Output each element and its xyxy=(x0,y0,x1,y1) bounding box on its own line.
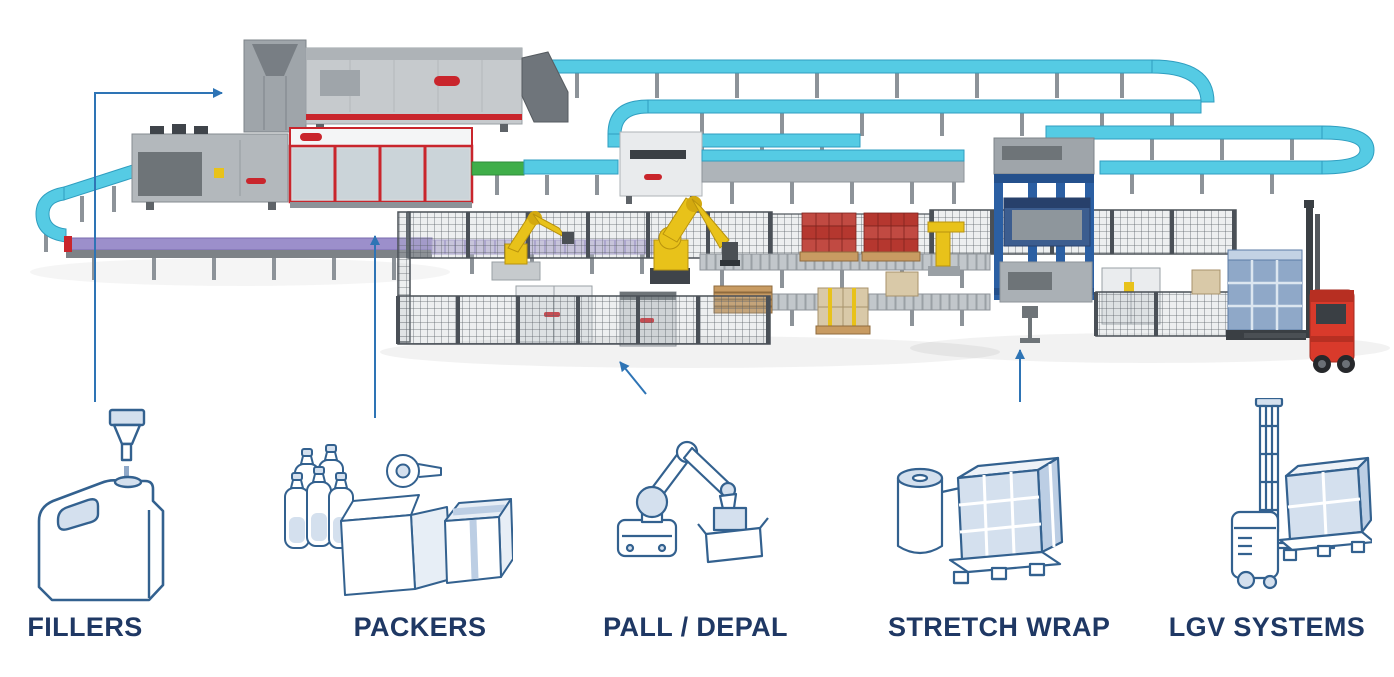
carton-box xyxy=(1191,269,1221,295)
section-label-packers: PACKERS xyxy=(353,612,487,642)
filler-machine xyxy=(243,39,569,133)
brand-logo xyxy=(246,178,266,184)
packer-outfeed-conveyor xyxy=(471,159,619,195)
callout-arrows xyxy=(94,88,1025,418)
safety-fence-front xyxy=(396,291,1237,345)
warning-sticker xyxy=(214,168,224,178)
carton-box xyxy=(885,271,919,297)
bottles-and-cases-icon xyxy=(284,444,513,596)
shrink-tunnel xyxy=(131,124,289,210)
packer-machine xyxy=(288,127,474,208)
hmi-pedestal xyxy=(1020,306,1040,343)
small-handling-robot xyxy=(927,221,965,276)
palletizing-robot xyxy=(650,196,740,284)
brand-logo xyxy=(434,76,460,86)
warning-sticker xyxy=(1124,282,1134,292)
section-label-fillers: FILLERS xyxy=(27,612,143,642)
film-roll-icon xyxy=(896,478,944,555)
section-label-stretch-wrap: STRETCH WRAP xyxy=(888,612,1111,642)
wrapped-pallet xyxy=(1226,249,1306,340)
palletizer xyxy=(993,137,1095,303)
arrow-pall-depal xyxy=(619,361,647,395)
palletizing-robot-icon xyxy=(616,440,769,564)
lgv-forklift-icon xyxy=(1230,398,1372,590)
stretch-wrap-pallet-icon xyxy=(896,456,1064,585)
strapped-carton-load xyxy=(815,287,871,335)
arrow-fillers xyxy=(94,88,223,402)
lgv-forklift xyxy=(1244,200,1355,373)
mid-conveyor xyxy=(701,149,965,204)
section-label-lgv-systems: LGV SYSTEMS xyxy=(1168,612,1366,642)
brand-logo xyxy=(300,133,322,141)
packing-robot xyxy=(491,211,574,281)
conveyor-red-cap xyxy=(64,236,72,252)
section-label-pall-depal: PALL / DEPAL xyxy=(603,612,788,642)
pallet-load-red-crates xyxy=(799,212,921,262)
divider-machine xyxy=(619,131,703,204)
filler-jug-icon xyxy=(37,408,165,602)
brand-logo xyxy=(644,174,662,180)
